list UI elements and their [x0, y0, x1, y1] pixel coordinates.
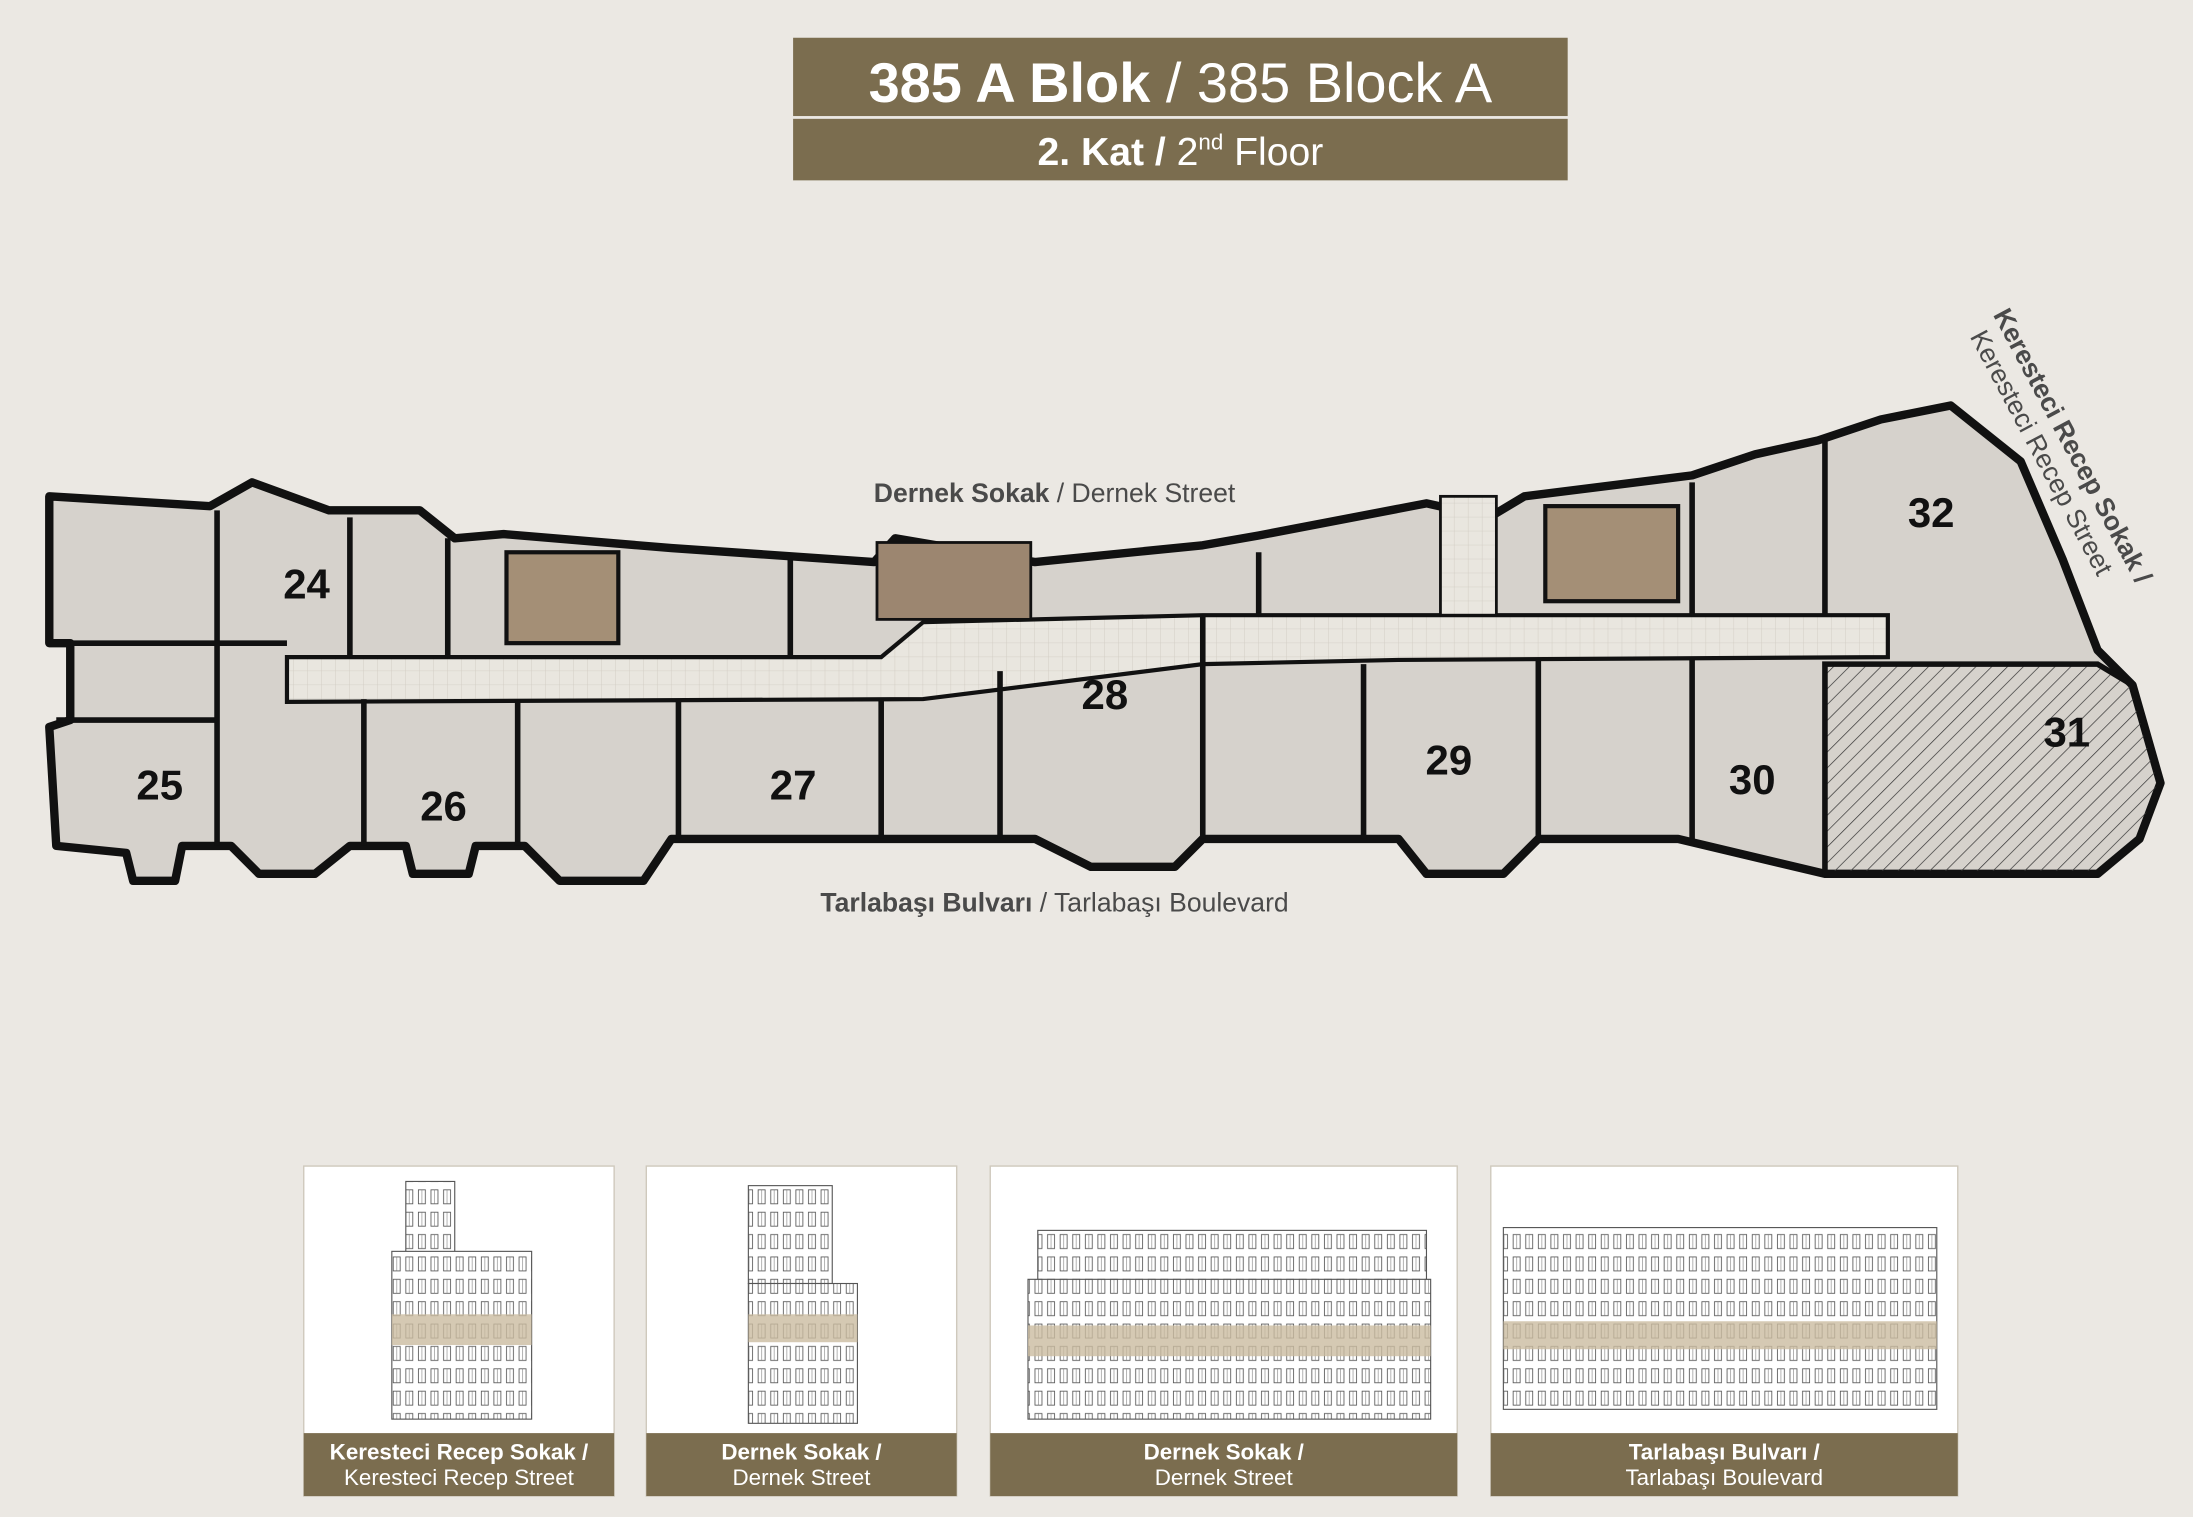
unit-number-31[interactable]: 31: [2043, 709, 2090, 756]
elevation-label-line2: Dernek Street: [733, 1465, 872, 1490]
staircase: [504, 550, 621, 646]
elevation-card-4[interactable]: Tarlabaşı Bulvarı / Tarlabaşı Boulevard: [1490, 1165, 1959, 1497]
staircase: [875, 541, 1033, 621]
unit-number-24[interactable]: 24: [283, 560, 330, 607]
elevation-label-line2: Dernek Street: [1155, 1465, 1294, 1490]
stair-core: [1439, 494, 1498, 617]
floor-title-sep: /: [1144, 131, 1177, 174]
staircase: [1543, 504, 1681, 604]
interior-walls: [56, 440, 1828, 846]
unit-number-26[interactable]: 26: [420, 783, 467, 830]
unit-number-27[interactable]: 27: [770, 762, 817, 809]
elevation-card-1[interactable]: Keresteci Recep Sokak / Keresteci Recep …: [303, 1165, 615, 1497]
street-name-tr: Dernek Sokak: [874, 478, 1050, 508]
street-name-en: / Dernek Street: [1049, 478, 1236, 508]
corridor: [284, 613, 1890, 704]
svg-text:2. Kat / 2nd Floor: 2. Kat / 2nd Floor: [1037, 130, 1323, 174]
elevation-label-line2: Keresteci Recep Street: [344, 1465, 575, 1490]
elevation-card-2[interactable]: Dernek Sokak / Dernek Street: [645, 1165, 958, 1497]
unit-number-25[interactable]: 25: [136, 762, 183, 809]
floor-title-sup: nd: [1198, 130, 1223, 155]
street-name-en: / Tarlabaşı Boulevard: [1032, 888, 1288, 918]
street-label-tarlabasi: Tarlabaşı Bulvarı / Tarlabaşı Boulevard: [820, 888, 1288, 918]
elevation-label-line1: Tarlabaşı Bulvarı /: [1629, 1440, 1820, 1465]
block-title-tr: 385 A Blok: [869, 51, 1152, 114]
unit-number-32[interactable]: 32: [1908, 489, 1955, 536]
elevation-label-line1: Dernek Sokak /: [1144, 1440, 1304, 1465]
elevation-card-3[interactable]: Dernek Sokak / Dernek Street: [989, 1165, 1458, 1497]
block-title-sep: /: [1150, 51, 1197, 114]
unit-number-28[interactable]: 28: [1082, 671, 1129, 718]
unit-31-hatched: [1822, 661, 2164, 877]
elevation-label-line1: Keresteci Recep Sokak /: [330, 1440, 589, 1465]
floor-plan: [45, 401, 2165, 886]
unit-number-29[interactable]: 29: [1426, 737, 1473, 784]
elevation-label-line2: Tarlabaşı Boulevard: [1625, 1465, 1823, 1490]
unit-number-30[interactable]: 30: [1729, 756, 1776, 803]
svg-text:385 A Blok / 385 Block A: 385 A Blok / 385 Block A: [869, 51, 1493, 114]
title-banner: 385 A Blok / 385 Block A 2. Kat / 2nd Fl…: [793, 37, 1568, 181]
floor-title-num: 2: [1177, 131, 1199, 174]
street-name-tr: Tarlabaşı Bulvarı: [820, 888, 1032, 918]
elevation-label-line1: Dernek Sokak /: [721, 1440, 881, 1465]
floor-title-en: Floor: [1223, 131, 1323, 174]
floor-title-tr: 2. Kat: [1037, 131, 1144, 174]
block-title-en: 385 Block A: [1197, 51, 1493, 114]
street-label-dernek: Dernek Sokak / Dernek Street: [874, 478, 1236, 508]
